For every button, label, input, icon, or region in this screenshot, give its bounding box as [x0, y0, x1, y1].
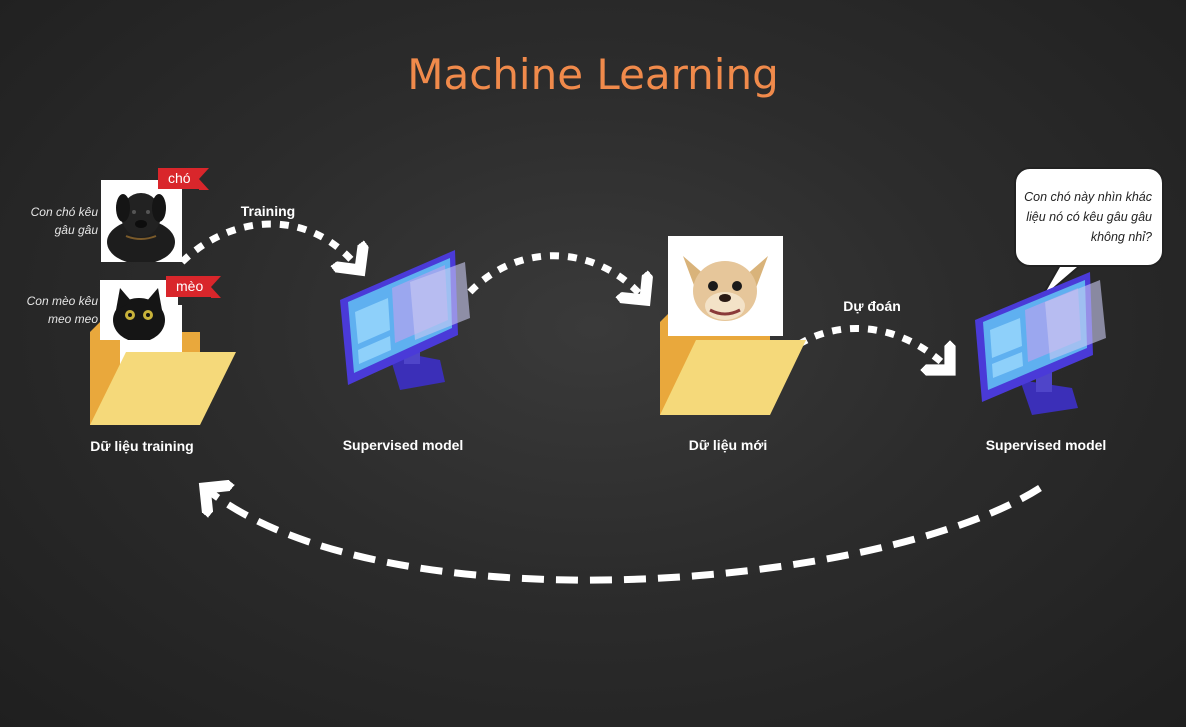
model-to-new-data-arrow — [467, 252, 645, 300]
predict-arrow-label: Dự đoán — [843, 298, 901, 314]
training-arrow — [179, 220, 360, 270]
cat-caption: Con mèo kêu meo meo — [26, 294, 98, 326]
feedback-arrow — [205, 488, 1042, 584]
speech-bubble: Con chó này nhìn khác liệu nó có kêu gâu… — [1014, 167, 1164, 267]
cat-photo — [100, 280, 178, 340]
cat-label-tag: mèo — [166, 276, 222, 298]
model-2-label: Supervised model — [985, 437, 1107, 453]
new-data-label: Dữ liệu mới — [688, 437, 768, 453]
dog-photo — [101, 180, 182, 262]
model-1-label: Supervised model — [342, 437, 464, 453]
diagram-title: Machine Learning — [407, 50, 779, 99]
training-arrow-label: Training — [240, 203, 296, 219]
new-dog-photo — [668, 236, 783, 336]
dog-caption: Con chó kêu gâu gâu — [30, 205, 98, 237]
training-data-label: Dữ liệu training — [90, 438, 194, 454]
dog-label-tag: chó — [158, 168, 209, 190]
